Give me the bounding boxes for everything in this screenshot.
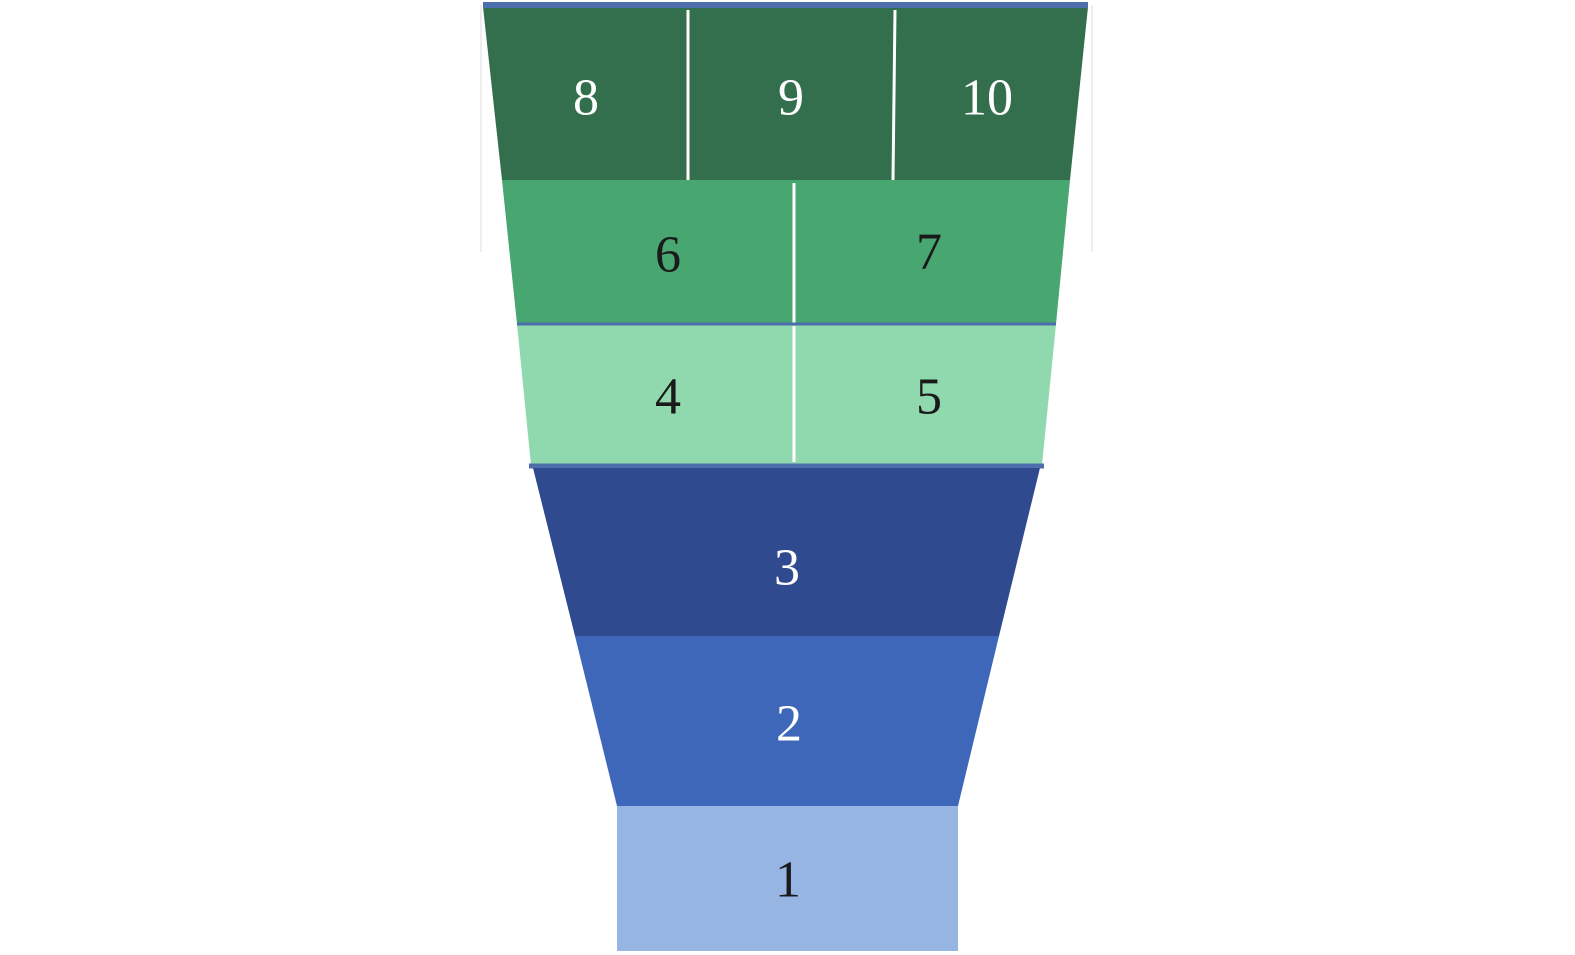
cell-label-10: 10 bbox=[961, 70, 1013, 127]
cell-label-2: 2 bbox=[776, 696, 802, 753]
cell-label-1: 1 bbox=[775, 852, 801, 909]
divider-9-10 bbox=[891, 9, 897, 181]
cell-label-6: 6 bbox=[655, 227, 681, 284]
cell-label-9: 9 bbox=[778, 70, 804, 127]
cell-label-8: 8 bbox=[573, 70, 599, 127]
cell-label-4: 4 bbox=[655, 369, 681, 426]
tier-third-shape bbox=[517, 324, 1056, 465]
tier-fifth-shape bbox=[575, 636, 999, 806]
tier-bottom-shape bbox=[617, 806, 958, 951]
tier-fourth-shape bbox=[533, 468, 1040, 636]
cell-label-3: 3 bbox=[774, 540, 800, 597]
cell-label-5: 5 bbox=[916, 369, 942, 426]
tier-top-shape bbox=[483, 7, 1088, 180]
tier-second-shape bbox=[502, 180, 1070, 324]
cell-label-7: 7 bbox=[916, 224, 942, 281]
